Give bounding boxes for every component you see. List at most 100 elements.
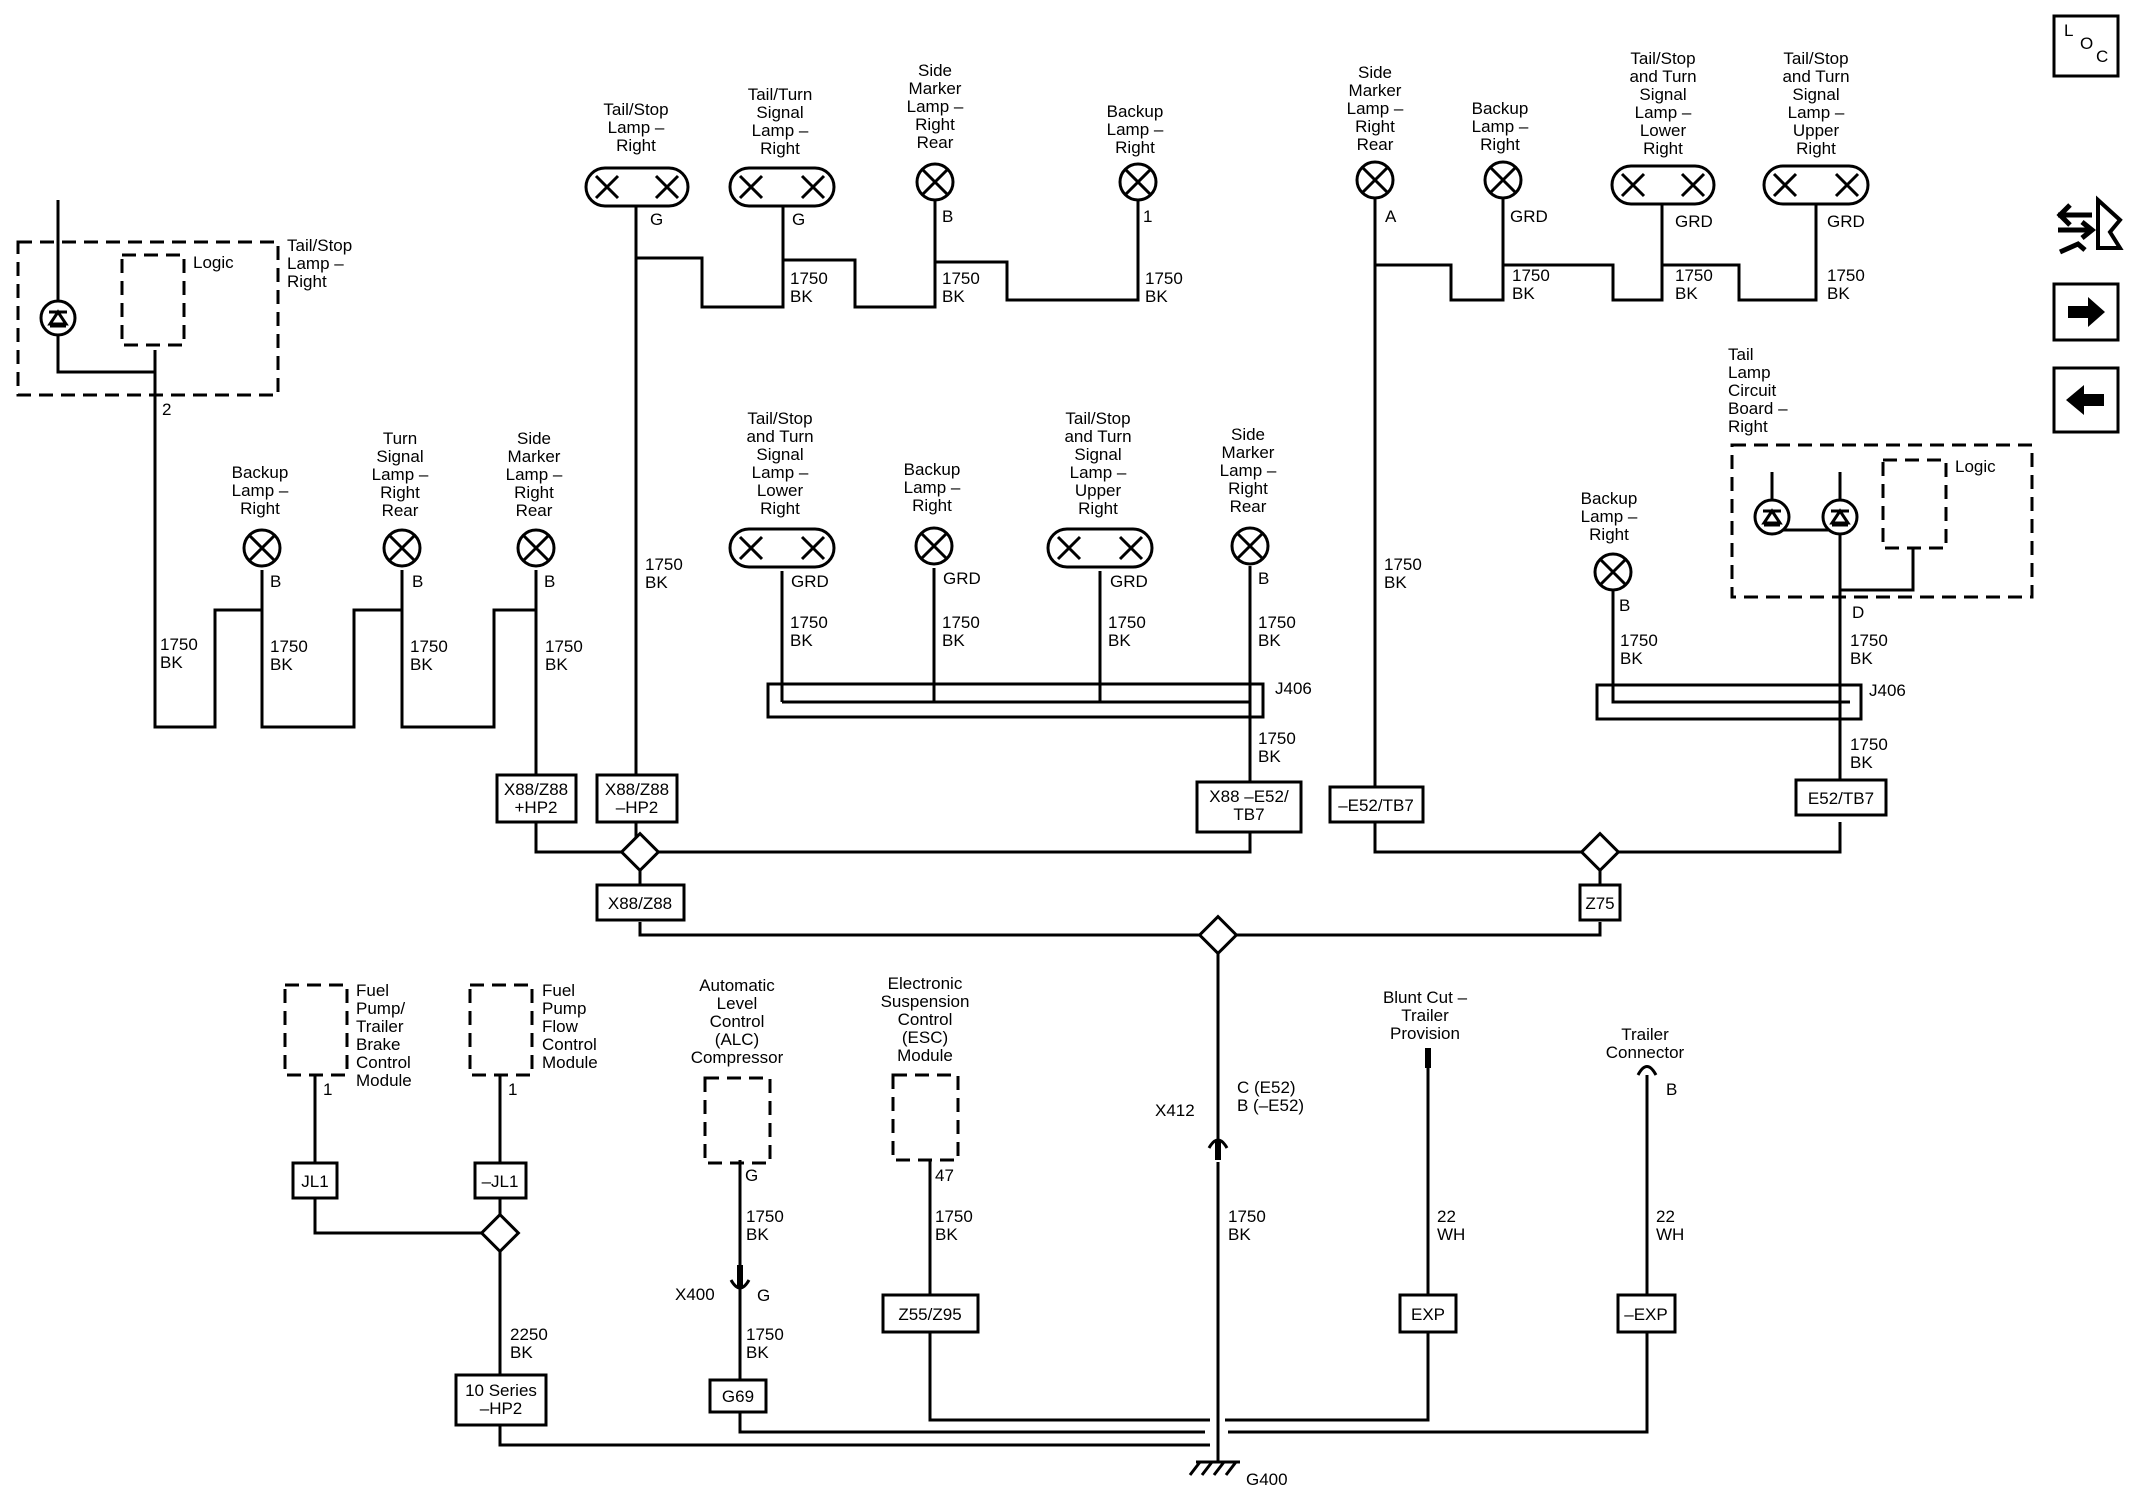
double-lamp-icon [1762,164,1870,206]
tools-icon[interactable] [2056,195,2124,255]
pin-label: B [1666,1080,1677,1099]
x400-connector-icon [729,1279,751,1290]
logic-box [120,253,186,347]
label-logic-right: Logic [1955,457,1996,476]
splices [479,831,1621,1254]
connector-x400: X400 [675,1285,715,1304]
trailer-connector-icon [1636,1065,1658,1076]
fuel-pump-flow-module [468,983,534,1077]
alc-module [703,1076,772,1165]
splice-icon [1579,831,1621,873]
pin-label: G [650,210,663,229]
led-symbol-icon [47,309,69,328]
pin-label: GRD [1510,207,1548,226]
option-neg-e52-tb7: –E52/TB7 [1338,796,1414,815]
option-e52-tb7: E52/TB7 [1808,789,1874,808]
pin-label: GRD [1827,212,1865,231]
option-z55-z95: Z55/Z95 [898,1305,961,1324]
option-g69: G69 [722,1387,754,1406]
pin-label: B [1619,596,1630,615]
next-arrow-button[interactable] [2052,282,2120,342]
option-x88-z88: X88/Z88 [608,894,672,913]
pin-label: 47 [935,1166,954,1185]
splice-icon [1197,914,1239,956]
back-arrow-button[interactable] [2052,366,2120,434]
module-boxes [16,240,2034,1165]
arrow-left-icon [2066,385,2104,415]
label-logic-left: Logic [193,253,234,272]
splice-icon [619,831,661,873]
pin-label: G [757,1286,770,1305]
pin-label: B [942,207,953,226]
tail-stop-lamp-module [16,240,280,397]
pin-label: D [1852,603,1864,622]
loc-icon-o: O [2080,34,2093,53]
led-icon [1821,498,1859,536]
pin-label: 2 [162,400,171,419]
arrow-right-icon [2068,297,2105,327]
ground-icon [1188,1460,1240,1476]
connector-x412: X412 [1155,1101,1195,1120]
pin-label: G [792,210,805,229]
loc-icon-c: C [2096,47,2108,66]
tail-lamp-circuit-board [1730,443,2034,599]
pin-label: B [412,572,423,591]
option-x88-e52-tb7: X88 –E52/TB7 [1209,787,1289,824]
pin-label: B [1258,569,1269,588]
pin-label: G [745,1166,758,1185]
pin-label: 1 [1143,207,1152,226]
wires [56,198,1915,1462]
j406-bus-left [766,682,1265,719]
pin-label: GRD [791,572,829,591]
fuel-pump-trailer-module [283,983,349,1077]
option-exp: EXP [1411,1305,1445,1324]
loc-button[interactable]: L O C [2052,14,2120,78]
pin-label: B [270,572,281,591]
pin-label: GRD [1675,212,1713,231]
j406-bus-right [1595,683,1863,721]
led-icon [1753,498,1791,536]
ground-g400: G400 [1246,1470,1288,1489]
lamps [39,160,1870,592]
option-x88-z88-hp2-neg: X88/Z88–HP2 [605,780,669,817]
